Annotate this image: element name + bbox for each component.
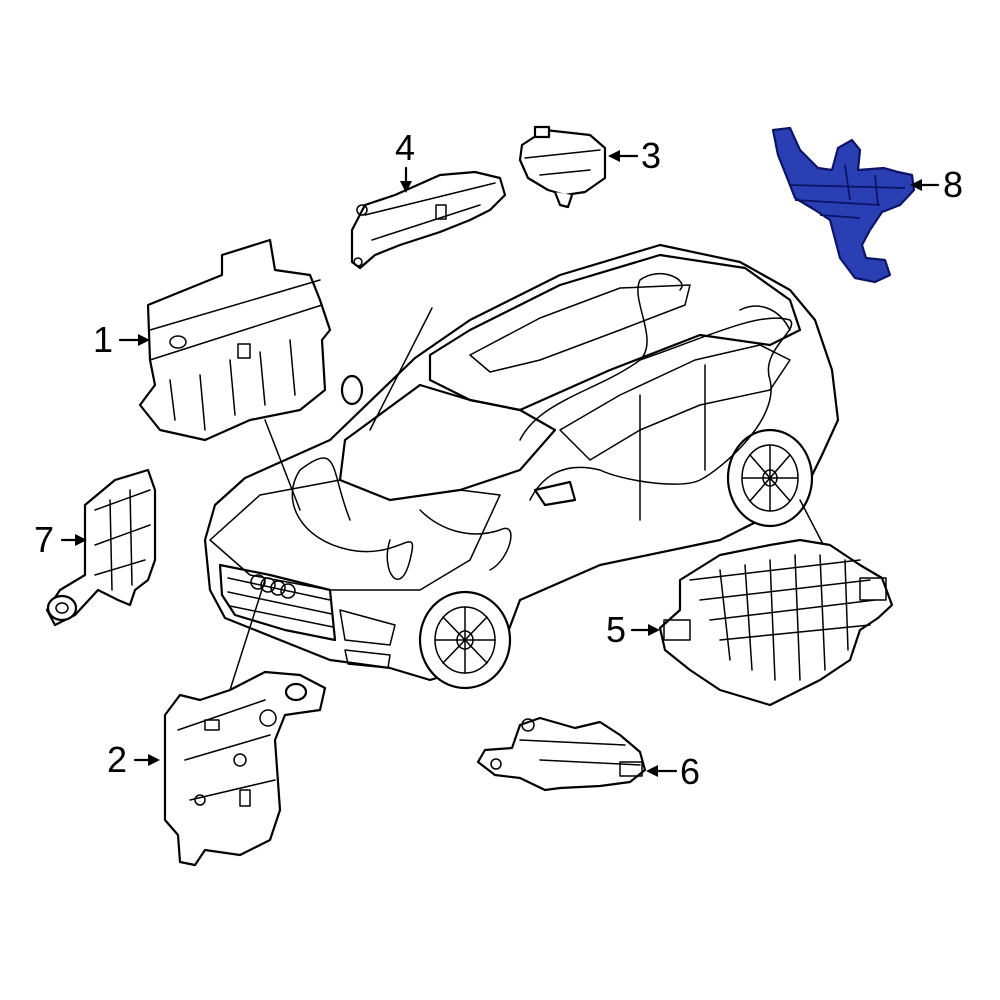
callout-arrows xyxy=(60,150,940,777)
callout-5-label[interactable]: 5 xyxy=(606,609,626,650)
callout-1-label[interactable]: 1 xyxy=(93,319,113,360)
part-4-bracket[interactable] xyxy=(350,170,507,270)
callout-labels: 1 2 3 4 5 6 7 8 xyxy=(34,127,963,792)
callout-6-label[interactable]: 6 xyxy=(680,751,700,792)
part-7-vertical-bracket[interactable] xyxy=(45,468,157,627)
callout-7-label[interactable]: 7 xyxy=(34,519,54,560)
callout-4-label[interactable]: 4 xyxy=(395,127,415,168)
callout-2-label[interactable]: 2 xyxy=(107,739,127,780)
callout-8-label[interactable]: 8 xyxy=(943,164,963,205)
callout-3-label[interactable]: 3 xyxy=(641,135,661,176)
leader-lines xyxy=(229,307,826,691)
part-5-fuse-relay-box[interactable] xyxy=(658,538,894,707)
part-8-bracket-highlighted[interactable] xyxy=(771,126,916,284)
part-3-sensor-module[interactable] xyxy=(518,125,607,209)
front-wheel xyxy=(418,590,512,690)
part-6-bracket[interactable] xyxy=(476,716,647,792)
part-1-module-bracket[interactable] xyxy=(138,238,332,442)
part-2-control-unit-bracket[interactable] xyxy=(163,670,327,867)
rear-wheel xyxy=(726,428,814,528)
vehicle-illustration xyxy=(203,243,840,690)
